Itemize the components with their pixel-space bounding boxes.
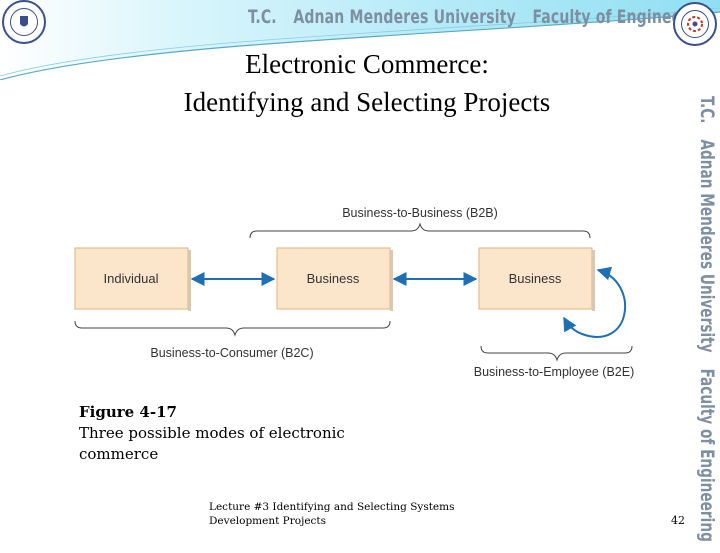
figure-label: Figure 4-17 xyxy=(79,403,177,421)
figure-caption: Figure 4-17 Three possible modes of elec… xyxy=(79,402,379,465)
title-line-2: Identifying and Selecting Projects xyxy=(183,87,551,117)
box-business-middle-label: Business xyxy=(307,271,360,286)
box-business-middle: Business xyxy=(276,247,393,311)
header-university: Adnan Menderes University xyxy=(293,6,516,28)
ecommerce-modes-diagram: Business-to-Business (B2B) Individual Bu… xyxy=(74,206,634,379)
box-individual-label: Individual xyxy=(104,271,159,286)
footer-lecture-title: Lecture #3 Identifying and Selecting Sys… xyxy=(209,501,455,527)
figure-description: Three possible modes of electronic comme… xyxy=(79,424,345,463)
header-title: T.C. Adnan Menderes University Faculty o… xyxy=(248,3,720,31)
slide-title: Electronic Commerce: Identifying and Sel… xyxy=(100,45,634,121)
b2c-bracket xyxy=(74,320,391,337)
header-tc: T.C. xyxy=(248,6,277,28)
university-seal-icon xyxy=(2,0,46,44)
header-banner: T.C. Adnan Menderes University Faculty o… xyxy=(0,0,720,80)
b2e-loop-arrow xyxy=(563,266,626,338)
b2e-bracket xyxy=(480,345,633,362)
b2c-label: Business-to-Consumer (B2C) xyxy=(150,346,313,360)
b2e-label: Business-to-Employee (B2E) xyxy=(474,365,634,379)
header-faculty: Faculty of Engineering xyxy=(532,6,714,28)
header-wave xyxy=(0,0,720,80)
b2b-label: Business-to-Business (B2B) xyxy=(342,206,498,220)
title-line-1: Electronic Commerce: xyxy=(245,49,489,79)
box-individual: Individual xyxy=(74,247,191,311)
page-number: 42 xyxy=(671,514,685,527)
engineering-faculty-seal-icon xyxy=(673,2,717,46)
b2b-bracket xyxy=(249,222,591,239)
box-business-right: Business xyxy=(478,247,595,311)
box-business-right-label: Business xyxy=(509,271,562,286)
